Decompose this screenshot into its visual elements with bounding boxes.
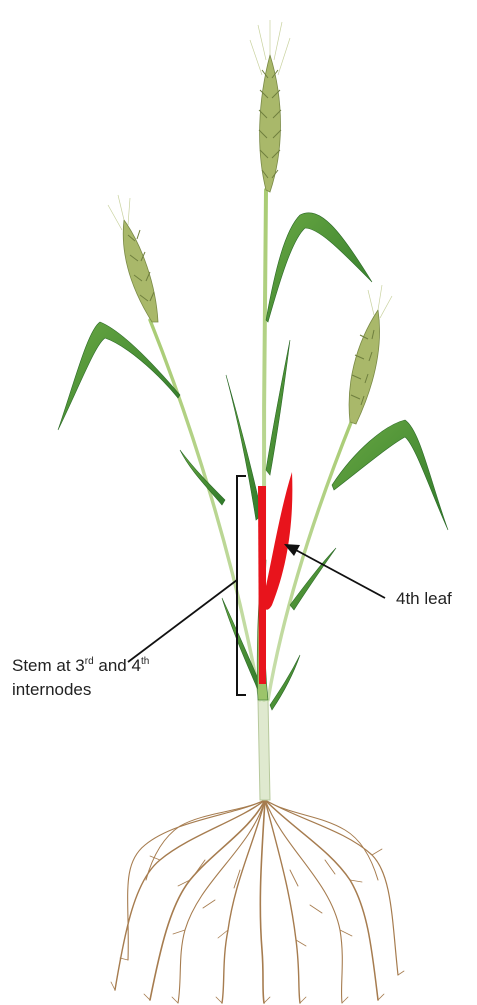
bracket-icon (237, 476, 246, 695)
stem-leader-line (128, 580, 237, 662)
leaf-right-upper (332, 420, 448, 530)
ear-right (349, 285, 392, 424)
stem-label-mid: and 4 (94, 656, 141, 675)
stem-label-sup-rd: rd (85, 656, 94, 667)
stem-label-text: Stem at 3 (12, 656, 85, 675)
leaf-left-lower (180, 450, 225, 505)
ear-top (250, 20, 290, 192)
left-tiller-stem (150, 320, 260, 700)
leaf-leader-line (294, 549, 385, 598)
leaf-left-upper (58, 322, 180, 430)
stem-label-line2: internodes (12, 680, 91, 699)
leaves (58, 213, 448, 710)
root-system (111, 800, 404, 1003)
base-stem (258, 700, 270, 800)
label-4th-leaf: 4th leaf (396, 587, 452, 611)
highlighted-stem-internodes (258, 486, 266, 684)
ear-left (108, 195, 158, 322)
leaf-mid-left (226, 375, 262, 520)
highlighted-parts (258, 472, 292, 684)
highlighted-4th-leaf (263, 472, 292, 610)
leaf-top-right (266, 213, 372, 322)
leaf-mid-right (266, 340, 290, 475)
label-stem-internodes: Stem at 3rd and 4th internodes (12, 654, 149, 702)
stem-label-sup-th: th (141, 656, 149, 667)
